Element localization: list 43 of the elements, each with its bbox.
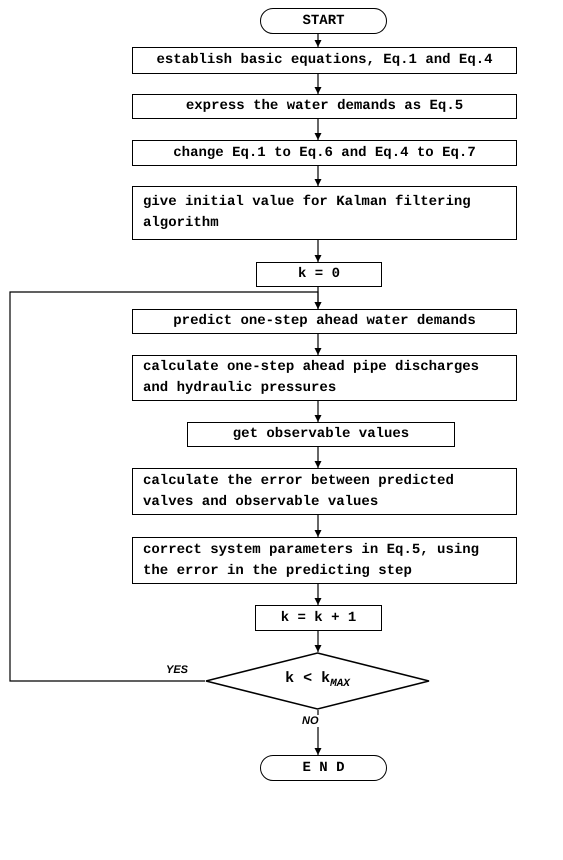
arrow — [314, 166, 322, 186]
terminal-box — [260, 755, 387, 781]
step-text: establish basic equations, Eq.1 and Eq.4 — [156, 51, 493, 70]
step-text: k = 0 — [298, 265, 340, 284]
step-text: k < k$_{MAX}$ — [285, 668, 350, 692]
step-text: E N D — [302, 758, 344, 778]
arrow — [314, 631, 322, 652]
step-text: calculate the error between predicted valves and observable values — [142, 472, 455, 512]
step-text: change Eq.1 to Eq.6 and Eq.4 to Eq.7 — [173, 144, 476, 162]
arrow — [314, 401, 322, 422]
process-box — [256, 262, 382, 287]
process-box — [132, 309, 517, 334]
terminal-box — [260, 8, 387, 34]
arrow — [314, 584, 322, 605]
step-text: correct system parameters in Eq.5, using the error in the predicting step — [142, 540, 480, 580]
edge-label: YES — [165, 664, 190, 676]
arrow — [314, 240, 322, 262]
process-box — [132, 94, 517, 119]
step-text: k = k + 1 — [280, 608, 356, 628]
arrow — [314, 334, 322, 355]
arrow — [314, 447, 322, 468]
step-text: START — [302, 12, 344, 30]
step-text: get observable values — [232, 425, 410, 444]
arrow — [314, 119, 322, 140]
arrow — [314, 515, 322, 537]
step-text: give initial value for Kalman filtering algorithm — [142, 193, 472, 233]
process-box — [187, 422, 455, 447]
step-text: calculate one-step ahead pipe discharges and hydraulic pressures — [142, 358, 480, 398]
process-box — [132, 468, 517, 515]
step-text: predict one-step ahead water demands — [173, 312, 476, 331]
arrow — [314, 74, 322, 94]
decision-diamond — [205, 652, 430, 710]
process-box — [132, 140, 517, 166]
step-text: express the water demands as Eq.5 — [186, 97, 464, 116]
edge-label: NO — [301, 715, 320, 727]
process-box — [132, 47, 517, 74]
process-box — [255, 605, 382, 631]
arrow — [314, 34, 322, 47]
process-box — [132, 537, 517, 584]
arrow — [314, 710, 322, 755]
process-box — [132, 355, 517, 401]
process-box — [132, 186, 517, 240]
arrow — [9, 291, 322, 682]
